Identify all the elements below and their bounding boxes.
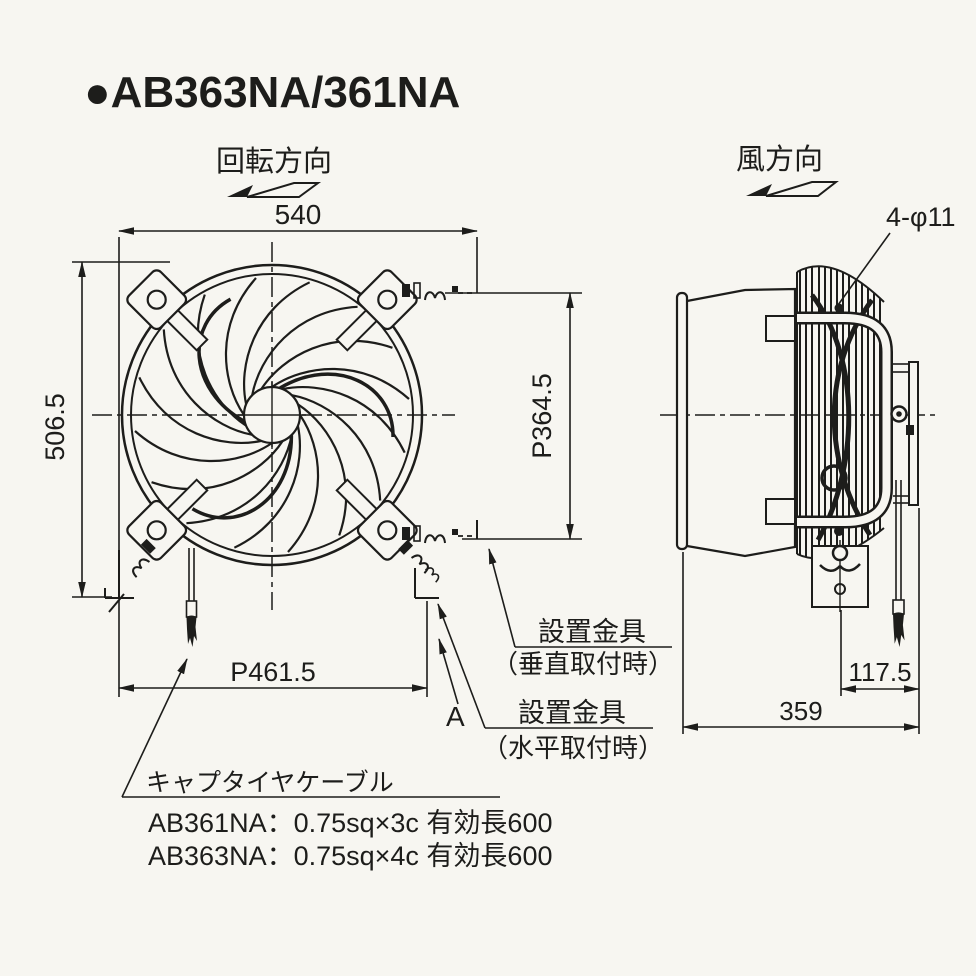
dim-p364-5: P364.5 [445, 292, 582, 540]
dim-540-value: 540 [275, 199, 322, 230]
cable-callout: キャプタイヤケーブル AB361NA：0.75sq×3c 有効長600 AB36… [121, 658, 552, 871]
bottom-mounting-plate [811, 540, 869, 612]
wind-direction-label: 風方向 [736, 143, 823, 176]
detail-a-marker: A [446, 701, 465, 732]
side-view: 4-φ11 117.5 359 [660, 202, 956, 734]
guard-outer-ring [120, 263, 424, 567]
cable-front [185, 548, 198, 647]
handle-bolt-bottom [834, 526, 844, 536]
guard-handle-frame [797, 303, 893, 536]
vertical-mount-hardware-bottom [402, 525, 474, 544]
detail-a-callout: A [438, 638, 465, 732]
cable-spec-ab363na: AB363NA：0.75sq×4c 有効長600 [148, 841, 552, 871]
holes-callout: 4-φ11 [837, 202, 956, 306]
rotation-direction-callout: 回転方向 [216, 145, 332, 198]
horizontal-mount-hardware-right [398, 539, 442, 583]
fan-casing-body [686, 287, 797, 558]
wind-direction-callout: 風方向 [736, 143, 839, 197]
bracket-horizontal-label-2: （水平取付時） [482, 733, 664, 763]
holes-label: 4-φ11 [886, 202, 956, 232]
bellmouth-flange [675, 291, 689, 551]
front-view: 540 506.5 P364.5 P461.5 設置金具 （垂直 [40, 199, 674, 871]
guard-inner-ring [130, 273, 414, 557]
casing-tab-bottom [765, 498, 796, 525]
rotation-direction-label: 回転方向 [216, 145, 332, 178]
wind-direction-arrow-icon [746, 181, 839, 197]
horizontal-mount-hardware-left [129, 538, 156, 579]
dim-506-5: 506.5 [40, 261, 170, 598]
dim-506-5-value: 506.5 [40, 393, 70, 461]
rotation-direction-arrow-icon [227, 182, 322, 198]
dim-p461-5: P461.5 [118, 600, 428, 697]
dim-117-5-value: 117.5 [848, 657, 911, 687]
page-title: ●AB363NA/361NA [84, 68, 460, 117]
cable-spec-ab361na: AB361NA：0.75sq×3c 有効長600 [148, 808, 552, 838]
dim-359-value: 359 [779, 696, 822, 726]
bracket-horizontal-callout: 設置金具 （水平取付時） [437, 603, 664, 763]
bracket-horizontal-label-1: 設置金具 [518, 698, 626, 728]
cable-side [892, 480, 905, 647]
mounting-foot-right [414, 520, 478, 599]
bracket-vertical-callout: 設置金具 （垂直取付時） [488, 548, 674, 679]
bracket-vertical-label-2: （垂直取付時） [492, 649, 674, 679]
bracket-vertical-label-1: 設置金具 [538, 617, 646, 647]
dim-540: 540 [118, 199, 478, 598]
casing-tab-top [765, 315, 796, 342]
dim-p364-5-value: P364.5 [527, 373, 557, 459]
cable-label: キャプタイヤケーブル [146, 769, 394, 797]
dim-117-5: 117.5 [840, 508, 920, 734]
dim-359: 359 [682, 552, 920, 734]
dim-p461-5-value: P461.5 [230, 657, 316, 687]
handle-bolt-top [834, 303, 844, 313]
